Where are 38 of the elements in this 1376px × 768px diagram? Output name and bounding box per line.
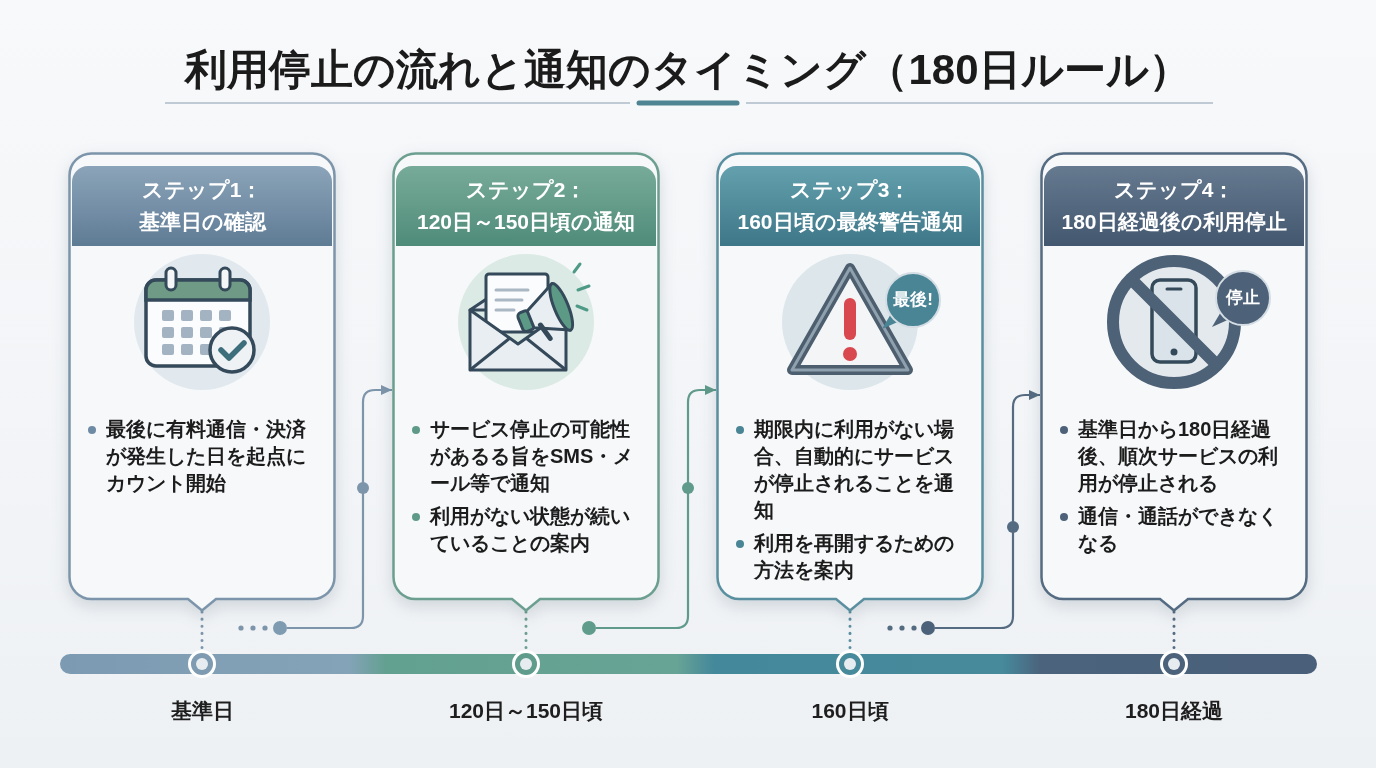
- step-title: 120日～150日頃の通知: [416, 209, 636, 235]
- timeline-marker-icon: [1159, 649, 1189, 679]
- dotted-line: [524, 610, 528, 651]
- step-card: [68, 152, 336, 612]
- dotted-line: [200, 610, 204, 651]
- dotted-line: [1172, 610, 1176, 651]
- bullet-text: 利用がない状態が続いていることの案内: [430, 504, 631, 556]
- timeline-marker-icon: [835, 649, 865, 679]
- step-card: [392, 152, 660, 612]
- step-number: ステップ3：: [789, 177, 911, 203]
- arrow: [935, 390, 1040, 630]
- bullet-text: 利用を再開するための方法を案内: [754, 531, 955, 583]
- step-number: ステップ4：: [1113, 177, 1235, 203]
- timeline-label: 基準日: [170, 698, 234, 724]
- arrow: [287, 385, 392, 630]
- timeline-bar: [60, 654, 1317, 674]
- bullet-text: 基準日から180日経過後、順次サービスの利用が停止される: [1078, 417, 1279, 496]
- dotted-line: [848, 610, 852, 651]
- step-title: 160日頃の最終警告通知: [737, 209, 963, 235]
- timeline-label: 180日経過: [1125, 698, 1223, 724]
- bullet-text: 最後に有料通信・決済が発生した日を起点にカウント開始: [106, 417, 307, 496]
- timeline-label: 120日～150日頃: [448, 698, 604, 724]
- arrow: [596, 385, 716, 630]
- step-card: [716, 152, 984, 612]
- bubble-label: 停止: [1226, 287, 1260, 309]
- step-number: ステップ2：: [465, 177, 587, 203]
- bullet-text: 期限内に利用がない場合、自動的にサービスが停止されることを通知: [754, 417, 955, 523]
- step-title: 180日経過後の利用停止: [1061, 209, 1287, 235]
- step-title: 基準日の確認: [138, 209, 266, 235]
- timeline-marker-icon: [511, 649, 541, 679]
- bullet-text: 通信・通話ができなくなる: [1078, 504, 1279, 556]
- step-card: [1040, 152, 1308, 612]
- bullet-text: サービス停止の可能性があるる旨をSMS・メール等で通知: [430, 417, 635, 496]
- timeline-label: 160日頃: [811, 698, 889, 724]
- title: 利用停止の流れと通知のタイミング（180日ルール）: [185, 45, 1191, 95]
- bubble-label: 最後!: [893, 289, 933, 311]
- timeline-marker-icon: [187, 649, 217, 679]
- step-number: ステップ1：: [141, 177, 263, 203]
